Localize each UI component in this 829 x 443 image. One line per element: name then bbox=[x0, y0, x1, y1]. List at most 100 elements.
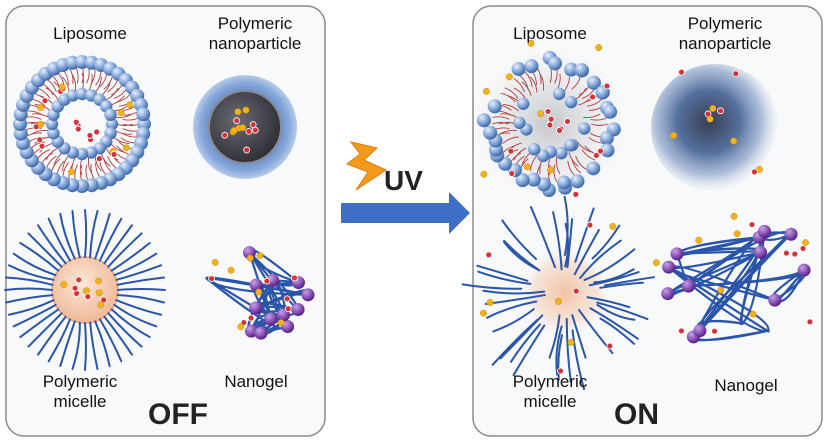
drug-cargo-yellow bbox=[256, 252, 264, 260]
polymer-chain bbox=[107, 312, 143, 348]
polymer-chain bbox=[555, 325, 563, 376]
polymer-chain bbox=[588, 271, 640, 287]
drug-cargo-red bbox=[592, 152, 600, 159]
polymer-chain bbox=[59, 212, 76, 260]
polymer-chain bbox=[19, 241, 60, 272]
drug-cargo-yellow bbox=[595, 44, 603, 52]
drug-cargo-red bbox=[72, 118, 80, 126]
lipid-head bbox=[564, 139, 577, 152]
nanogel-crosslink-bead bbox=[249, 278, 263, 292]
drug-cargo-red bbox=[100, 296, 108, 304]
drug-cargo-yellow bbox=[486, 299, 494, 306]
drug-cargo-yellow bbox=[730, 212, 738, 220]
polymer-chain bbox=[491, 319, 539, 366]
nanoparticle-degraded bbox=[651, 64, 779, 192]
drug-cargo-yellow bbox=[237, 323, 245, 331]
drug-cargo-red bbox=[547, 115, 555, 123]
polymer-chain bbox=[578, 309, 614, 355]
polymer-chain bbox=[564, 222, 570, 268]
lipid-tail bbox=[105, 87, 119, 101]
lipid-tail bbox=[31, 113, 49, 118]
nanogel-crosslink-bead bbox=[662, 260, 676, 274]
nanogel-crosslink-bead bbox=[681, 279, 695, 293]
lipid-head bbox=[105, 117, 119, 131]
lipid-tail bbox=[115, 113, 133, 119]
drug-cargo-red bbox=[544, 108, 552, 115]
drug-cargo-red bbox=[564, 118, 571, 125]
lipid-head bbox=[586, 75, 601, 90]
drug-cargo-red bbox=[208, 275, 215, 282]
drug-cargo-red bbox=[95, 155, 103, 163]
lipid-tail bbox=[45, 87, 59, 101]
polymer-chain bbox=[548, 314, 561, 359]
lipid-head bbox=[564, 95, 578, 109]
drug-cargo-yellow bbox=[97, 301, 105, 309]
polymer-chain bbox=[110, 241, 151, 272]
polymer-chain bbox=[84, 322, 87, 371]
drug-cargo-yellow bbox=[480, 170, 488, 178]
polymer-chain bbox=[574, 207, 595, 263]
drug-cargo-yellow bbox=[58, 83, 66, 91]
lipid-tail bbox=[590, 117, 608, 121]
lipid-head bbox=[555, 146, 568, 160]
nanogel-polymer-chain bbox=[668, 230, 770, 342]
lipid-head bbox=[524, 59, 539, 74]
lipid-tail bbox=[555, 157, 561, 175]
lipid-head bbox=[586, 161, 601, 176]
lipid-head bbox=[47, 127, 60, 140]
drug-cargo-red bbox=[485, 251, 493, 259]
polymer-chain bbox=[84, 209, 88, 258]
drug-cargo-yellow bbox=[36, 103, 44, 111]
nanogel-crosslink-bead bbox=[797, 263, 811, 277]
lipid-head bbox=[552, 87, 566, 101]
on-polymeric-nanoparticle-label: Polymeric nanoparticle bbox=[678, 14, 772, 53]
polymer-chain bbox=[557, 334, 563, 381]
polymer-chain bbox=[565, 317, 572, 383]
drug-cargo-yellow bbox=[523, 163, 531, 171]
on-polymeric-micelle-label: Polymeric micelle bbox=[512, 372, 588, 411]
drug-cargo-yellow bbox=[537, 110, 545, 118]
polymer-chain bbox=[4, 287, 53, 291]
lipid-head bbox=[570, 174, 585, 189]
drug-cargo-red bbox=[38, 142, 46, 150]
nanogel-crosslink-bead bbox=[693, 324, 707, 338]
nanogel-crosslink-bead bbox=[784, 227, 798, 241]
lipid-head bbox=[603, 104, 618, 119]
polymer-chain bbox=[604, 276, 655, 287]
lipid-head bbox=[511, 61, 526, 76]
lipid-tail bbox=[530, 155, 538, 172]
drug-cargo-yellow bbox=[82, 287, 90, 295]
nanogel-crosslink-bead bbox=[661, 287, 675, 301]
polymer-chain bbox=[591, 224, 621, 260]
lipid-head bbox=[487, 99, 502, 114]
off-nanogel-structure bbox=[205, 246, 315, 340]
lipid-head bbox=[66, 89, 79, 102]
lipid-tail bbox=[577, 142, 593, 153]
uv-trigger-label: UV bbox=[384, 165, 423, 196]
polymer-chain bbox=[116, 276, 166, 286]
polymer-chain bbox=[12, 303, 57, 328]
lipid-tail bbox=[115, 130, 133, 135]
drug-cargo-yellow bbox=[255, 288, 263, 296]
drug-cargo-red bbox=[748, 221, 756, 228]
off-polymeric-nanoparticle-structure bbox=[193, 75, 297, 179]
polymer-chain bbox=[94, 320, 111, 368]
drug-cargo-yellow bbox=[749, 310, 757, 318]
drug-cargo-yellow bbox=[695, 236, 703, 244]
lipid-tail bbox=[513, 147, 527, 161]
polymer-chain bbox=[71, 209, 81, 259]
drug-cargo-yellow bbox=[234, 108, 242, 116]
nanogel-crosslink-bead bbox=[254, 326, 268, 340]
lipid-tail bbox=[539, 73, 545, 91]
polymer-chain bbox=[27, 232, 63, 268]
lipid-tail bbox=[530, 76, 538, 93]
lipid-tail bbox=[513, 78, 525, 93]
nanogel-crosslink-bead bbox=[301, 288, 315, 302]
off-state-label: OFF bbox=[148, 398, 208, 431]
drug-cargo-red bbox=[677, 327, 685, 335]
drug-cargo-red bbox=[791, 250, 799, 258]
lipid-tail bbox=[586, 98, 603, 107]
polymer-chain bbox=[116, 294, 166, 304]
polymer-chain bbox=[563, 195, 569, 257]
